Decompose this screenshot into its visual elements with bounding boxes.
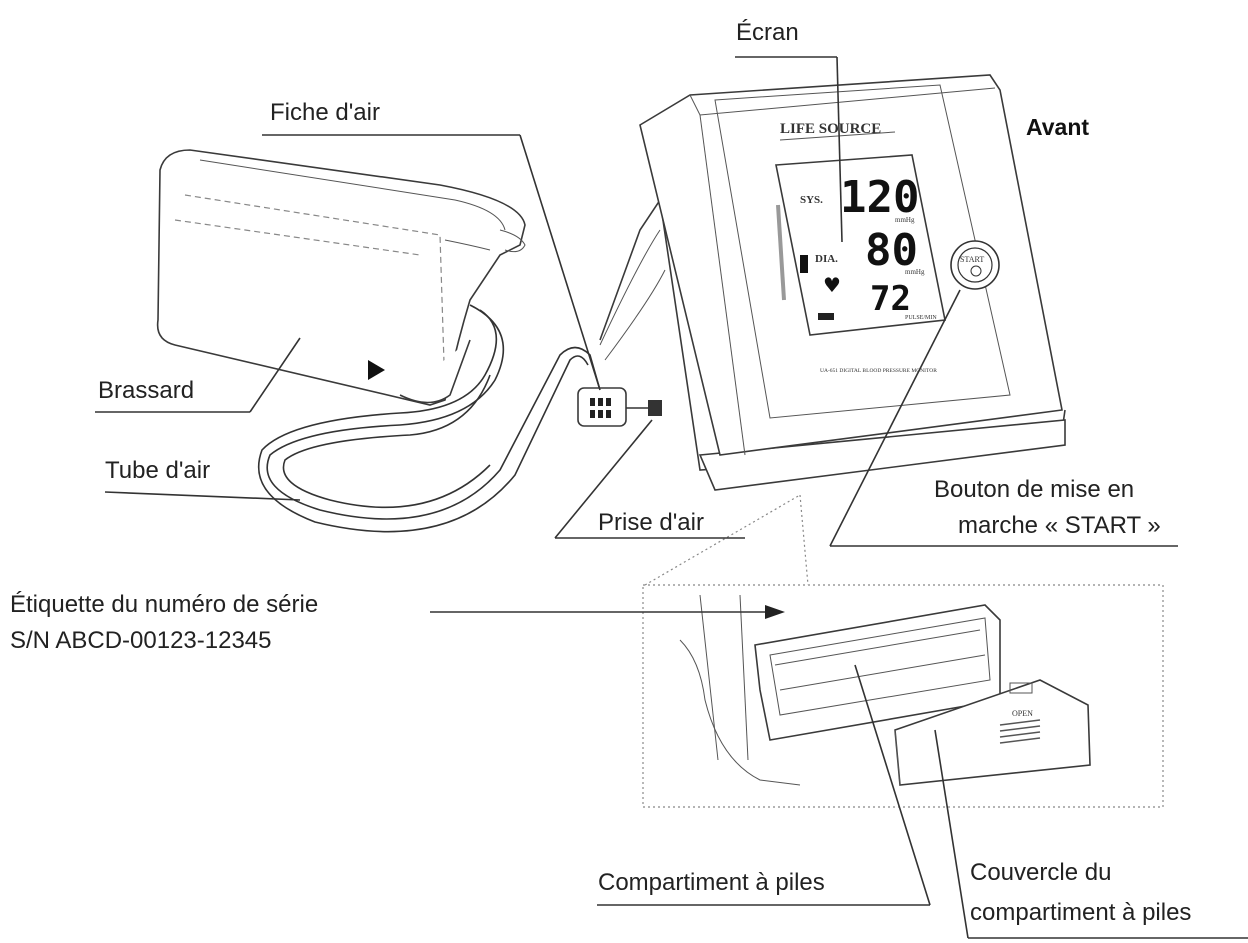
start-button-label: START xyxy=(960,255,984,264)
cuff-illustration xyxy=(156,149,526,406)
start-button[interactable]: START xyxy=(950,240,1000,290)
labels: Écran Fiche d'air Avant Brassard Tube d'… xyxy=(10,19,1191,926)
label-avant: Avant xyxy=(1026,114,1089,140)
air-tube-illustration xyxy=(257,304,601,533)
dia-value: 80 xyxy=(865,225,918,276)
memory-indicator xyxy=(818,313,834,320)
sys-label: SYS. xyxy=(800,194,823,206)
label-tube-air: Tube d'air xyxy=(105,457,210,484)
dia-label: DIA. xyxy=(815,253,838,265)
sys-value: 120 xyxy=(840,172,919,223)
cover-open-text: OPEN xyxy=(1012,709,1033,718)
air-plug-illustration xyxy=(577,387,662,427)
label-bouton-line1: Bouton de mise en xyxy=(934,476,1134,503)
sys-unit: mmHg xyxy=(895,216,915,224)
device-bottom-text: UA-651 DIGITAL BLOOD PRESSURE MONITOR xyxy=(820,368,937,374)
level-indicator xyxy=(800,255,808,273)
label-serial-line2: S/N ABCD-00123-12345 xyxy=(10,627,272,654)
heart-icon: ♥ xyxy=(823,273,841,297)
pressure-scale-bar xyxy=(776,204,786,301)
cuff-arrow-icon xyxy=(368,360,385,380)
pulse-value: 72 xyxy=(870,279,911,319)
dia-unit: mmHg xyxy=(905,268,925,276)
label-compartiment: Compartiment à piles xyxy=(598,869,825,896)
leader-lines xyxy=(95,56,1248,939)
label-prise-air: Prise d'air xyxy=(598,509,704,536)
label-couvercle-line1: Couvercle du xyxy=(970,859,1111,886)
label-ecran: Écran xyxy=(736,19,799,46)
device-brand-text: LIFE SOURCE xyxy=(780,121,881,137)
label-brassard: Brassard xyxy=(98,377,194,404)
cover-grip-icon xyxy=(999,719,1041,744)
label-couvercle-line2: compartiment à piles xyxy=(970,899,1191,926)
label-fiche-air: Fiche d'air xyxy=(270,99,380,126)
battery-detail-illustration: OPEN xyxy=(642,494,1164,808)
label-serial-line1: Étiquette du numéro de série xyxy=(10,591,318,618)
monitor-illustration: LIFE SOURCE SYS. 120 mmHg DIA. 80 mmHg ♥… xyxy=(599,74,1066,491)
label-bouton-line2: marche « START » xyxy=(958,512,1161,539)
pulse-unit: PULSE/MIN xyxy=(905,315,937,321)
